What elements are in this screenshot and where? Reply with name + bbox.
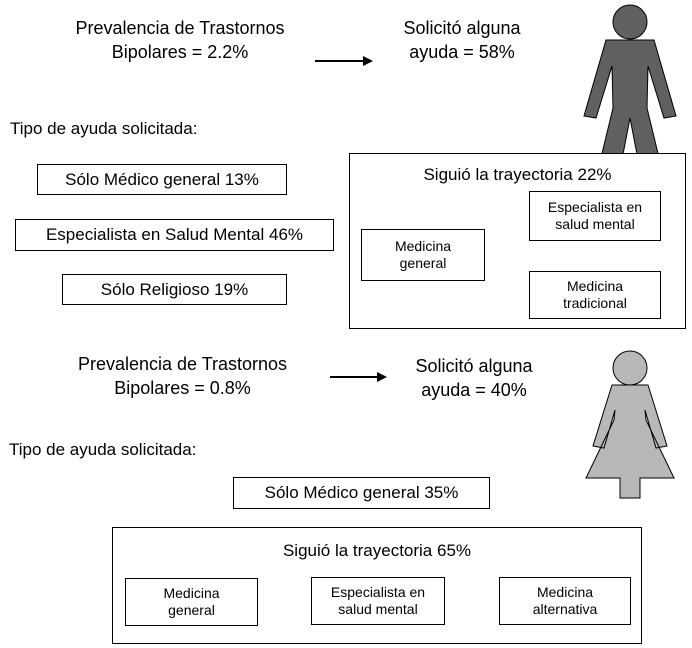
male-box-medicina-tradicional: Medicina tradicional <box>529 271 661 319</box>
female-help-text: Solicitó alguna ayuda = 40% <box>400 354 548 402</box>
male-tradicional-line1: Medicina <box>566 278 624 294</box>
female-alternativa-line2: alternativa <box>532 601 598 617</box>
male-help-type-label: Tipo de ayuda solicitada: <box>10 119 198 138</box>
male-box-medicina-general: Medicina general <box>361 229 485 281</box>
female-prevalence-line1: Prevalencia de Trastornos <box>77 354 288 374</box>
female-medicina-general-line2: general <box>168 602 215 618</box>
male-medicina-general-line2: general <box>399 255 447 271</box>
male-especialista-line1: Especialista en <box>547 199 643 215</box>
female-figure-icon <box>585 350 675 499</box>
male-box-especialista: Especialista en salud mental <box>529 191 661 241</box>
male-prevalence-line1: Prevalencia de Trastornos <box>75 18 285 38</box>
male-option-especialista: Especialista en Salud Mental 46% <box>15 219 334 251</box>
female-especialista-line2: salud mental <box>338 601 418 617</box>
female-box-medicina-general: Medicina general <box>125 578 258 626</box>
male-help-line1: Solicitó alguna <box>403 18 521 38</box>
male-prevalence-line2: Bipolares = 2.2% <box>111 42 249 62</box>
female-option-medico-general: Sólo Médico general 35% <box>233 477 490 509</box>
female-medicina-general-line1: Medicina <box>163 585 220 601</box>
male-help-line2: ayuda = 58% <box>409 42 515 62</box>
male-especialista-line2: salud mental <box>555 216 635 232</box>
female-help-line2: ayuda = 40% <box>421 380 527 400</box>
female-especialista-line1: Especialista en <box>330 584 426 600</box>
female-box-especialista: Especialista en salud mental <box>311 577 445 625</box>
male-help-text: Solicitó alguna ayuda = 58% <box>388 16 536 64</box>
male-tradicional-line2: tradicional <box>563 295 627 311</box>
female-prevalence-text: Prevalencia de Trastornos Bipolares = 0.… <box>50 352 315 400</box>
female-help-line1: Solicitó alguna <box>415 356 533 376</box>
male-prevalence-text: Prevalencia de Trastornos Bipolares = 2.… <box>60 16 300 64</box>
male-option-medico-general: Sólo Médico general 13% <box>37 164 287 195</box>
male-trajectory-title: Siguió la trayectoria 22% <box>423 165 612 184</box>
male-medicina-general-line1: Medicina <box>394 238 452 254</box>
male-figure-icon <box>583 4 677 171</box>
female-trajectory-title: Siguió la trayectoria 65% <box>282 541 472 560</box>
female-help-type-label: Tipo de ayuda solicitada: <box>9 440 197 459</box>
female-prevalence-line2: Bipolares = 0.8% <box>114 378 251 398</box>
female-box-medicina-alternativa: Medicina alternativa <box>499 577 631 625</box>
female-alternativa-line1: Medicina <box>536 584 594 600</box>
male-option-religioso: Sólo Religioso 19% <box>62 274 287 305</box>
